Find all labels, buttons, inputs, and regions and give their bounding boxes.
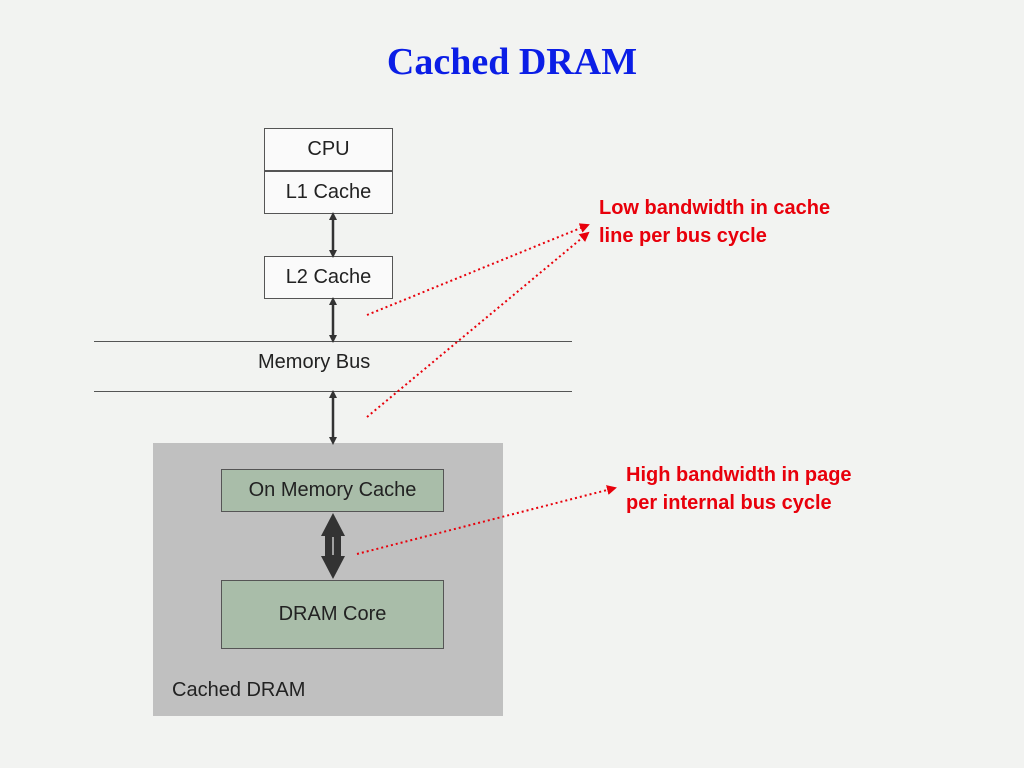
cpu-box: CPU [264, 128, 393, 171]
l2-cache-box: L2 Cache [264, 256, 393, 299]
slide-title: Cached DRAM [386, 41, 638, 83]
high-bandwidth-pointer [356, 485, 617, 555]
dram-core-box: DRAM Core [221, 580, 444, 649]
low-bandwidth-pointer-1 [366, 223, 590, 316]
cached-dram-label: Cached DRAM [172, 679, 306, 701]
low-bandwidth-pointer-2 [366, 231, 590, 418]
low-bandwidth-note: Low bandwidth in cache line per bus cycl… [599, 197, 831, 247]
internal-bus-arrow [321, 513, 345, 579]
memory-bus-label: Memory Bus [258, 351, 371, 373]
l1-cache-box: L1 Cache [264, 171, 393, 214]
high-bandwidth-note: High bandwidth in page per internal bus … [626, 464, 852, 514]
on-memory-cache-box: On Memory Cache [221, 469, 444, 512]
